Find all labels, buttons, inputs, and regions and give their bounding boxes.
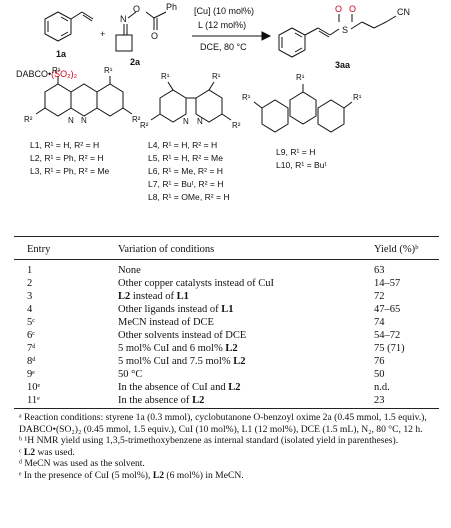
terpyridine-structure [253,84,353,133]
terpy-r1-right: R¹ [353,93,362,102]
table-row: 2 Other copper catalysts instead of CuI … [27,278,401,289]
terpy-r1-top: R¹ [296,73,305,82]
plus-sign: + [100,29,105,39]
table-row: 10ᵉ In the absence of CuI and L2 n.d. [27,382,390,393]
table-row: 3 L2 instead of L1 72 [27,291,385,302]
o-carbonyl: O [151,31,158,41]
ligand-label: L (12 mol%) [198,20,246,30]
phen-r2-left: R² [24,115,33,124]
footnote-b: ᵇ ¹H NMR yield using 1,3,5-trimethoxyben… [19,435,399,447]
header-entry: Entry [27,244,51,255]
ligand-l3: L3, R¹ = Ph, R² = Me [30,166,110,176]
table-row: 7ᵈ 5 mol% CuI and 6 mol% L2 75 (71) [27,343,405,354]
catalyst-label: [Cu] (10 mol%) [194,6,254,16]
phen-n-left: N [68,116,74,125]
bipy-n-left: N [183,117,189,126]
table-bottom-rule [14,408,439,409]
o-atom: O [133,4,140,14]
conditions-label: DCE, 80 °C [200,42,247,52]
phen-r1-right: R¹ [104,66,113,75]
so2-oxygen-right: O [349,4,356,14]
table-row: 6ᶜ Other solvents instead of DCE 54–72 [27,330,401,341]
label-2a: 2a [130,57,141,67]
bipy-r1-left: R¹ [161,72,170,81]
header-variation: Variation of conditions [118,244,215,255]
ligand-l1: L1, R¹ = H, R² = H [30,140,99,150]
ligand-l8: L8, R¹ = OMe, R² = H [148,192,230,202]
header-yield: Yield (%)ᵇ [374,244,419,255]
ligand-l9: L9, R¹ = H [276,147,315,157]
bipy-n-right: N [197,117,203,126]
bipyridine-structure [150,81,232,123]
footnote-a: ᵃ Reaction conditions: styrene 1a (0.3 m… [19,412,427,435]
terpy-r1-left: R¹ [242,93,251,102]
bipy-r2-left: R² [140,121,149,130]
product-structure [278,14,397,58]
footnote-e: ᵉ In the presence of CuI (5 mol%), L2 (6… [19,469,244,481]
styrene-structure [44,11,94,42]
ligand-l6: L6, R¹ = Me, R² = H [148,166,223,176]
ligand-l2: L2, R¹ = Ph, R² = H [30,153,104,163]
table-row: 5ᶜ MeCN instead of DCE 74 [27,317,385,328]
label-3aa: 3aa [335,60,351,70]
bipy-r2-right: R² [232,121,241,130]
table-row: 11ᵉ In the absence of L2 23 [27,395,385,406]
so2-oxygen-left: O [335,4,342,14]
table-row: 1 None 63 [27,265,385,276]
cn-group: CN [397,7,410,17]
table-row: 8ᵈ 5 mol% CuI and 7.5 mol% L2 76 [27,356,385,367]
ligand-l4: L4, R¹ = H, R² = H [148,140,217,150]
n-atom: N [120,14,127,24]
oxime-ester-structure [115,11,167,52]
reaction-scheme: 1a + N O O Ph 2a DABCO•(SO₂)₂ [Cu] (10 m… [16,2,410,202]
table-top-rule [14,236,439,237]
footnote-d: ᵈ MeCN was used as the solvent. [19,458,145,470]
phen-r2-right: R² [132,115,141,124]
table-header-rule [14,259,439,260]
bipy-r1-right: R¹ [212,72,221,81]
table-row: 4 Other ligands instead of L1 47–65 [27,304,401,315]
ph-group: Ph [166,2,177,12]
ligand-l10: L10, R¹ = Buᵗ [276,160,326,170]
ligand-l5: L5, R¹ = H, R² = Me [148,153,223,163]
table-row: 9ᵉ 50 °C 50 [27,369,385,380]
ligand-l7: L7, R¹ = Buᵗ, R² = H [148,179,223,189]
footnotes: ᵃ Reaction conditions: styrene 1a (0.3 m… [19,412,437,482]
s-atom: S [342,25,348,35]
label-1a: 1a [56,49,67,59]
footnote-c: ᶜ L2 was used. [19,446,75,458]
phen-r1-left: R¹ [52,66,61,75]
phenanthroline-structure [35,76,133,117]
dabco-label: DABCO•(SO₂)₂ [16,69,78,79]
phen-n-right: N [81,116,87,125]
